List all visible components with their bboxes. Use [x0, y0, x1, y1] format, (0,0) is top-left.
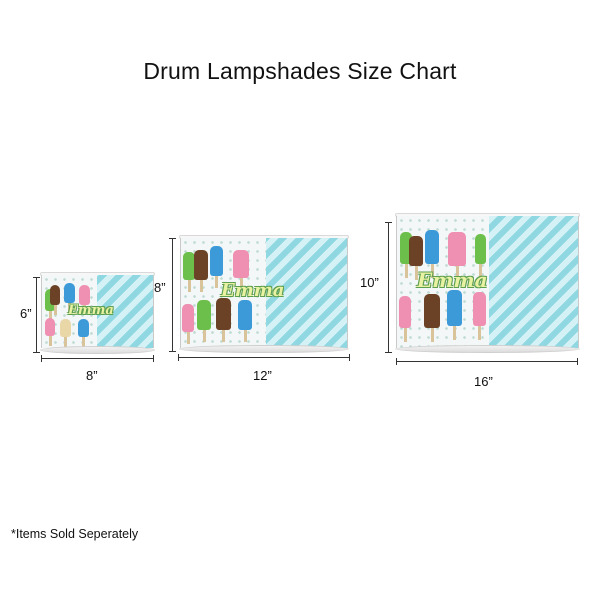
- width-label: 16”: [474, 374, 493, 389]
- lampshade-fabric: Emma: [396, 216, 579, 348]
- stripe-panel: [266, 238, 347, 348]
- popsicle-icon: [50, 285, 60, 315]
- personalized-name: Emma: [221, 280, 285, 301]
- lampshade-small: Emma: [40, 272, 155, 354]
- height-label: 6”: [20, 306, 32, 321]
- popsicle-icon: [60, 319, 71, 347]
- lampshade-bottom-rim: [40, 346, 155, 354]
- popsicle-icon: [210, 246, 223, 288]
- popsicle-icon: [78, 319, 89, 347]
- popsicle-icon: [399, 296, 411, 342]
- popsicle-icon: [238, 300, 252, 342]
- height-dimension-line: [169, 238, 176, 352]
- stripe-panel: [97, 275, 153, 348]
- popsicle-icon: [182, 304, 194, 344]
- width-dimension-line: [178, 354, 350, 361]
- width-label: 12”: [253, 368, 272, 383]
- width-dimension-line: [396, 358, 578, 365]
- popsicle-icon: [424, 294, 440, 342]
- popsicle-icon: [197, 300, 211, 342]
- width-dimension-line: [41, 355, 154, 362]
- height-label: 10”: [360, 275, 379, 290]
- lampshade-large: Emma: [395, 213, 580, 356]
- footnote: *Items Sold Seperately: [11, 527, 139, 541]
- lampshade-medium: Emma: [179, 235, 349, 355]
- height-label: 8”: [154, 280, 166, 295]
- lampshade-fabric: Emma: [41, 275, 154, 348]
- width-label: 8”: [86, 368, 98, 383]
- popsicle-icon: [447, 290, 462, 340]
- popsicle-icon: [183, 252, 195, 292]
- popsicle-icon: [475, 234, 486, 278]
- personalized-name: Emma: [417, 268, 488, 292]
- popsicle-icon: [64, 283, 75, 313]
- popsicle-icon: [45, 318, 55, 346]
- popsicle-icon: [473, 292, 486, 340]
- popsicle-icon: [409, 236, 423, 280]
- lampshade-fabric: Emma: [180, 238, 348, 348]
- popsicle-icon: [216, 298, 231, 342]
- page-title: Drum Lampshades Size Chart: [143, 58, 457, 84]
- lampshade-bottom-rim: [395, 345, 580, 353]
- popsicle-icon: [233, 250, 249, 290]
- stripe-panel: [489, 216, 578, 348]
- popsicle-icon: [79, 285, 90, 315]
- personalized-name: Emma: [68, 303, 114, 318]
- popsicle-icon: [425, 230, 439, 278]
- height-dimension-line: [385, 222, 392, 353]
- popsicle-icon: [448, 232, 466, 280]
- lampshade-bottom-rim: [179, 345, 349, 353]
- popsicle-icon: [194, 250, 208, 292]
- height-dimension-line: [33, 277, 40, 353]
